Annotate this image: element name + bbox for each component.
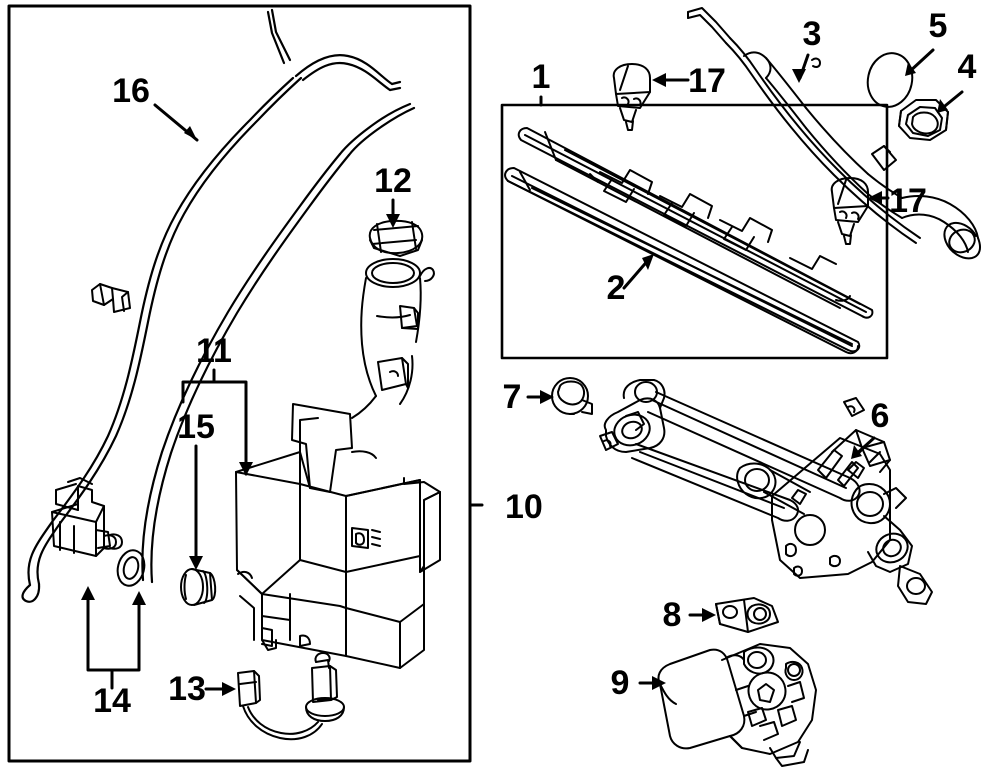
callout-number-group: 1 2 3 4 5 6 7 8 9 10 11 12 13 14 15 16 1… xyxy=(93,7,976,720)
callout-4: 4 xyxy=(958,48,977,86)
wiper-blade-assembly xyxy=(517,127,874,319)
callout-17-upper: 17 xyxy=(688,62,726,100)
wiper-motor xyxy=(657,643,817,767)
leader-11-bracket xyxy=(181,368,248,476)
washer-nozzle-lower xyxy=(830,177,869,245)
washer-fluid-hose xyxy=(21,4,416,603)
callout-leaders xyxy=(86,48,964,691)
washer-reservoir-filler-cap xyxy=(368,219,424,257)
callout-13: 13 xyxy=(168,670,206,708)
washer-pump-grommet xyxy=(180,568,217,606)
callout-8: 8 xyxy=(663,596,682,634)
wiper-arm-nut-cap xyxy=(866,52,914,108)
callout-17-lower: 17 xyxy=(889,182,927,220)
wiper-arm-flange-nut xyxy=(898,99,949,141)
callout-2: 2 xyxy=(607,269,626,307)
callout-7: 7 xyxy=(503,378,522,416)
callout-11: 11 xyxy=(196,332,232,370)
wiper-blade-rubber-insert xyxy=(504,167,861,355)
callout-5: 5 xyxy=(929,7,948,45)
callout-14: 14 xyxy=(93,682,131,720)
callout-15: 15 xyxy=(177,408,215,446)
hose-connector-fitting xyxy=(91,283,131,313)
washer-pump-seal-ring xyxy=(116,549,146,587)
wiper-blade-panel-frame xyxy=(500,103,889,360)
callout-16: 16 xyxy=(112,72,150,110)
washer-fluid-level-sensor xyxy=(237,652,345,741)
washer-reservoir-filler-neck xyxy=(351,258,435,419)
wiper-arm xyxy=(687,7,981,260)
callout-3: 3 xyxy=(803,15,822,53)
washer-nozzle-upper xyxy=(612,63,651,131)
leader-14-bracket xyxy=(86,588,141,690)
callout-9: 9 xyxy=(611,664,630,702)
motor-mounting-bracket xyxy=(715,597,779,633)
callout-12: 12 xyxy=(374,162,412,200)
callout-arrowheads xyxy=(81,62,948,696)
washer-reservoir-panel-frame xyxy=(7,4,472,763)
callout-6: 6 xyxy=(871,397,890,435)
callout-10: 10 xyxy=(505,488,543,526)
washer-reservoir-tank xyxy=(235,403,441,669)
callout-1: 1 xyxy=(532,58,551,96)
washer-fluid-pump xyxy=(51,477,123,557)
